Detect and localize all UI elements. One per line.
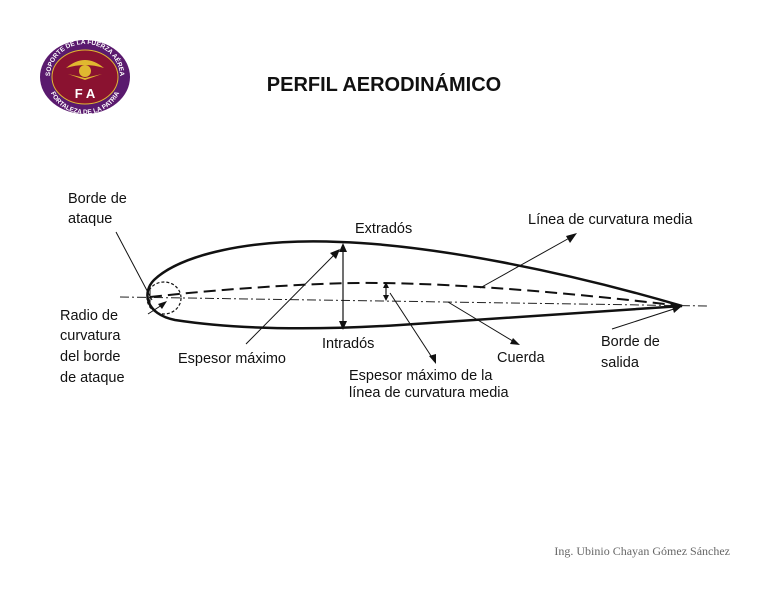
mean-camber-line (149, 281, 683, 307)
page-title: PERFIL AERODINÁMICO (266, 74, 502, 96)
label-intrados: Intradós (322, 336, 374, 352)
logo-letters: F A (75, 86, 96, 101)
airfoil-outline (146, 240, 683, 330)
label-linea-curvatura: Línea de curvatura media (528, 212, 693, 228)
author-credit: Ing. Ubinio Chayan Gómez Sánchez (554, 544, 730, 558)
label-cuerda: Cuerda (497, 350, 545, 366)
label-borde-salida-2: salida (601, 355, 640, 371)
label-espesor-max: Espesor máximo (178, 351, 286, 367)
label-radio-4: de ataque (60, 370, 125, 386)
label-espesor-curv-1: Espesor máximo de la (349, 368, 493, 384)
label-extrados: Extradós (355, 221, 412, 237)
leading-edge-radius-circle (146, 281, 182, 315)
label-borde-ataque-2: ataque (68, 211, 112, 227)
label-radio-1: Radio de (60, 308, 118, 324)
chord-line (119, 296, 709, 307)
label-radio-2: curvatura (60, 328, 121, 344)
fuerza-aerea-logo: SOPORTE DE LA FUERZA AÉREA FORTALEZA DE … (40, 39, 130, 116)
label-borde-salida-1: Borde de (601, 334, 660, 350)
label-radio-3: del borde (60, 349, 120, 365)
label-borde-ataque-1: Borde de (68, 191, 127, 207)
label-espesor-curv-2: línea de curvatura media (349, 385, 510, 401)
